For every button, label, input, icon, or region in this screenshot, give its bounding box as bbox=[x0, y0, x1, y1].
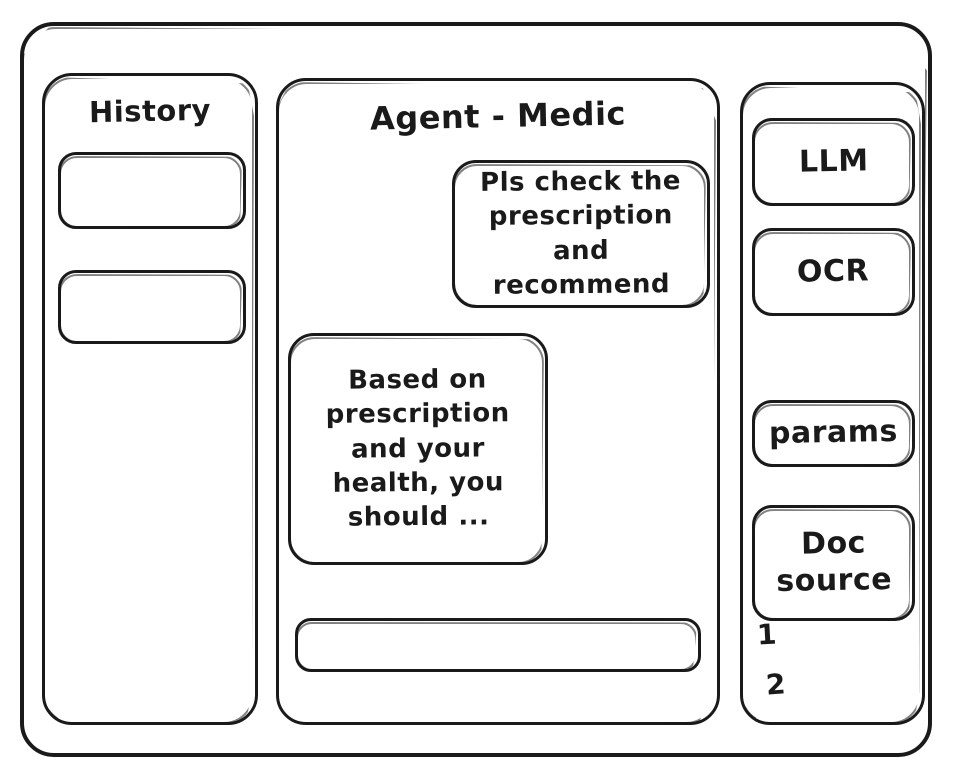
message-input[interactable] bbox=[295, 618, 701, 672]
history-list-item[interactable] bbox=[58, 152, 246, 229]
chat-message-assistant: Based on prescription and your health, y… bbox=[288, 333, 548, 565]
doc-source-list-item[interactable]: 2 bbox=[764, 667, 788, 702]
tool-button-ocr-label: OCR bbox=[797, 253, 870, 290]
history-list-item[interactable] bbox=[58, 270, 246, 344]
chat-message-assistant-text: Based on prescription and your health, y… bbox=[325, 364, 510, 534]
tool-button-ocr[interactable]: OCR bbox=[752, 228, 915, 316]
tool-button-doc-source-label: Doc source bbox=[775, 525, 892, 600]
tool-button-llm[interactable]: LLM bbox=[752, 118, 915, 206]
history-panel-title: History bbox=[88, 92, 212, 130]
chat-message-user-text: Pls check the prescription and recommend bbox=[479, 166, 682, 302]
tool-button-params[interactable]: params bbox=[752, 400, 915, 467]
tool-button-doc-source[interactable]: Doc source bbox=[752, 505, 915, 621]
chat-message-user: Pls check the prescription and recommend bbox=[452, 160, 710, 308]
tool-button-llm-label: LLM bbox=[798, 143, 869, 180]
tool-button-params-label: params bbox=[768, 414, 899, 452]
doc-source-list-item[interactable]: 1 bbox=[756, 617, 778, 652]
